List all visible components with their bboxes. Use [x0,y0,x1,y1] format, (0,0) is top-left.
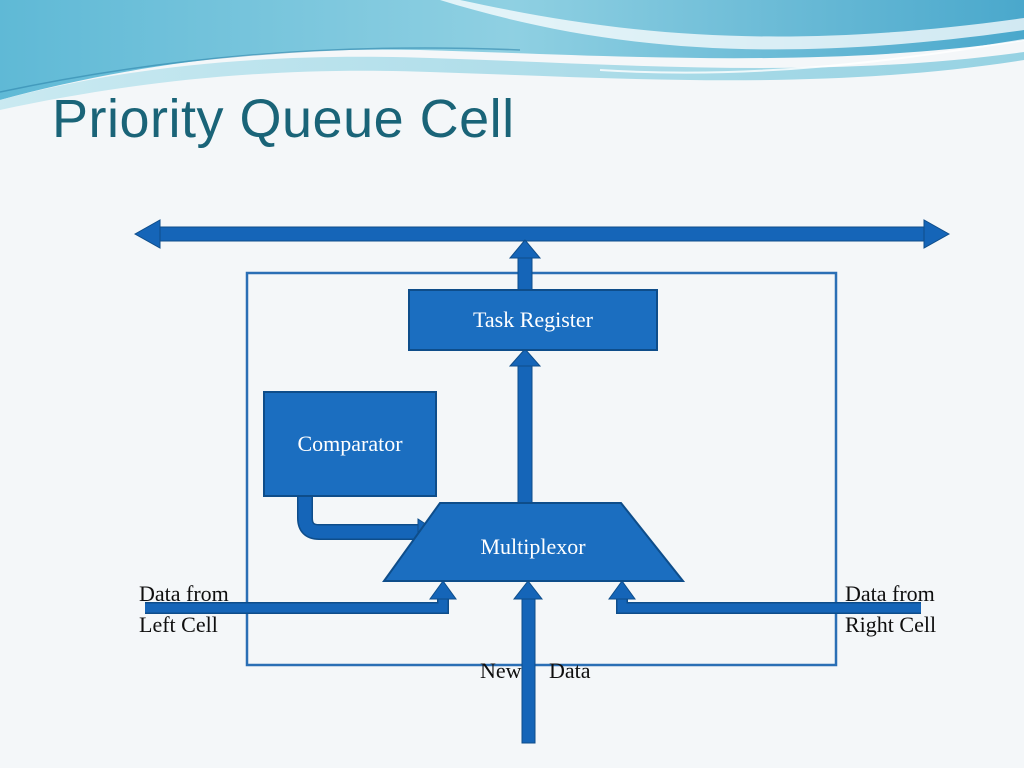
right-cell-label: Data from Right Cell [845,578,936,640]
multiplexor-label: Multiplexor [480,534,586,559]
shared-bus-arrow [133,219,951,249]
register-to-bus-arrow [508,239,542,291]
slide-title: Priority Queue Cell [52,89,515,149]
task-register-label: Task Register [472,307,594,332]
new-data-input-arrow [512,580,544,744]
comparator-block [263,391,437,497]
right-cell-label-line1: Data from [845,581,935,606]
left-cell-label-line1: Data from [139,581,229,606]
cell-boundary [245,271,838,667]
left-cell-input-arrow [145,580,457,614]
comparator-label: Comparator [297,431,403,456]
task-register-block [408,289,658,351]
multiplexor-block [382,502,686,582]
left-cell-label: Data from Left Cell [139,578,229,640]
new-data-label-word2: Data [549,658,591,683]
wave-header-decoration [0,0,1024,110]
new-data-label-word1: New [480,658,522,683]
left-cell-label-line2: Left Cell [139,612,218,637]
mux-to-register-arrow [508,348,542,507]
right-cell-input-arrow [608,580,921,614]
right-cell-label-line2: Right Cell [845,612,937,637]
